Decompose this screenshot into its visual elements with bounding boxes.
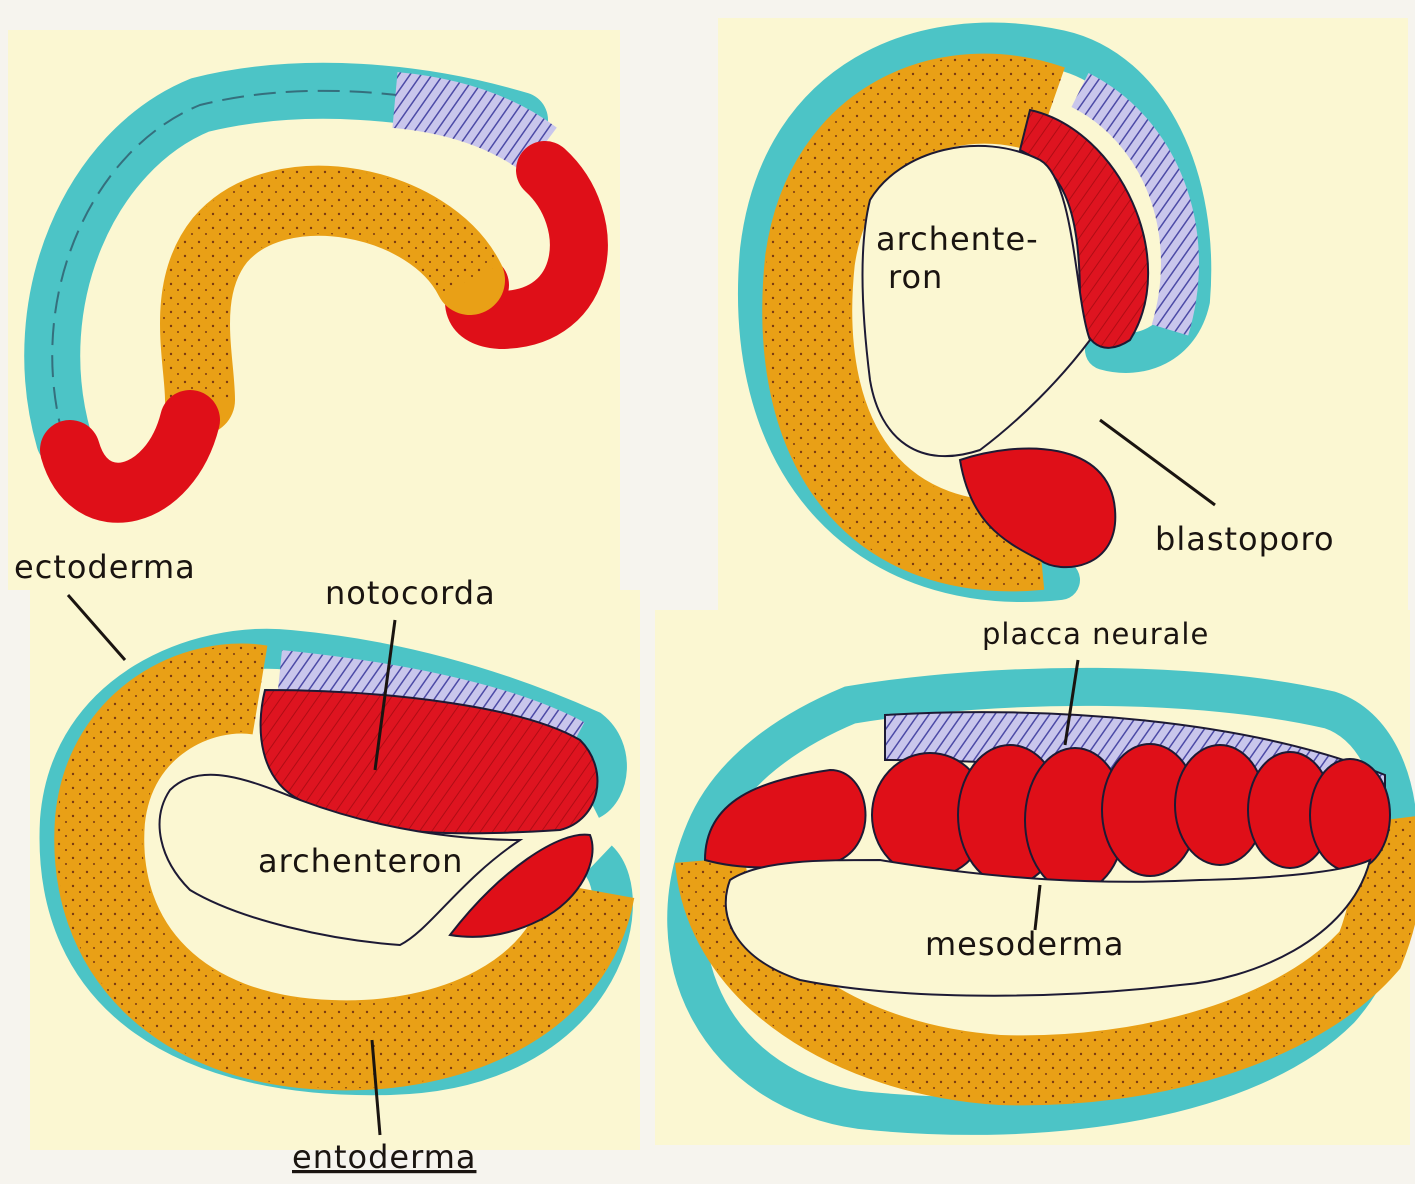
label-entoderma: entoderma [292,1138,476,1176]
label-archenteron-top-line2: ron [888,258,943,296]
label-notocorda: notocorda [325,574,496,612]
label-archenteron-top-line1: archente- [876,220,1039,258]
mesoderm-block [1310,759,1390,871]
label-blastoporo: blastoporo [1155,520,1335,558]
label-placca-neurale: placca neurale [982,617,1209,651]
label-mesoderma: mesoderma [925,925,1124,963]
label-archenteron-bottom: archenteron [258,842,463,880]
label-ectoderma: ectoderma [14,548,196,586]
